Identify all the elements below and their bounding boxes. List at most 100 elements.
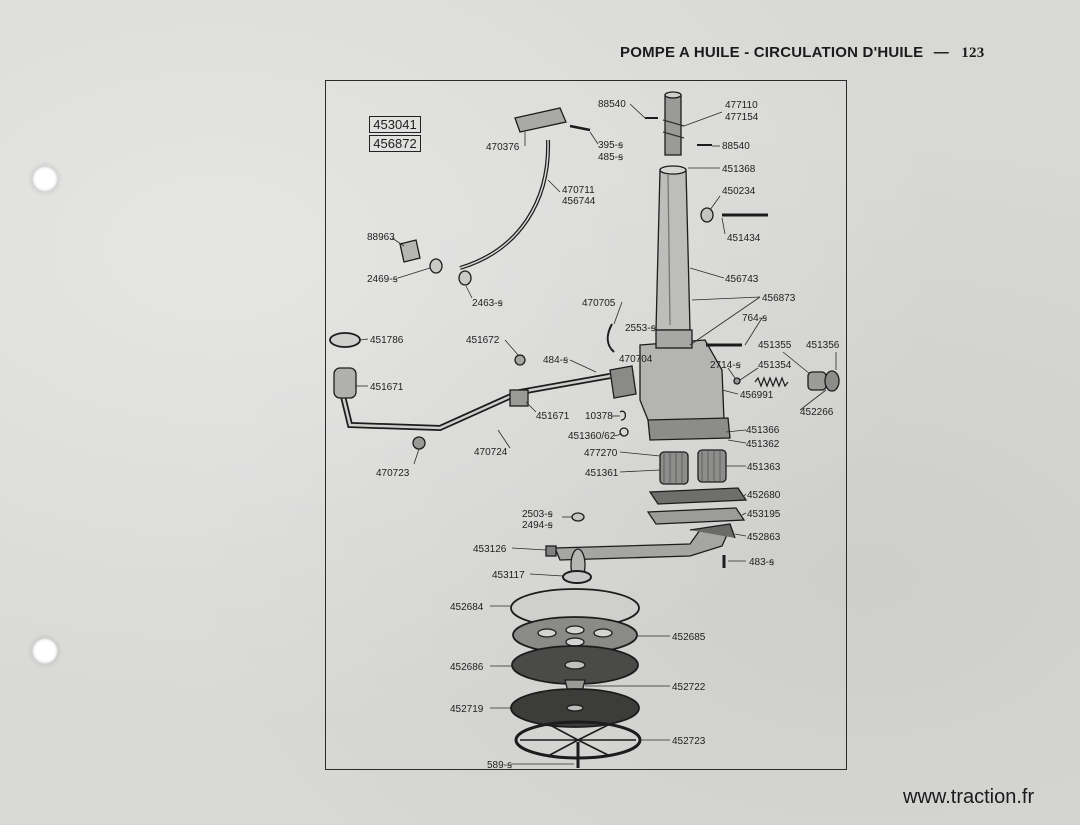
diagram-frame	[325, 80, 847, 770]
label-452723: 452723	[672, 736, 706, 747]
label-451671-left: 451671	[370, 382, 404, 393]
disc-hole-d	[565, 637, 585, 647]
label-485: 485-ꞩ	[598, 152, 624, 163]
label-451355: 451355	[758, 340, 792, 351]
washer-2503	[571, 512, 585, 522]
label-2463: 2463-ꞩ	[472, 298, 504, 309]
washer-2463	[458, 270, 472, 286]
label-452684: 452684	[450, 602, 484, 613]
label-2494: 2494-ꞩ	[522, 520, 554, 531]
disc-hole-b	[565, 625, 585, 635]
label-451362: 451362	[746, 439, 780, 450]
label-451434: 451434	[727, 233, 761, 244]
screen-452719-center	[566, 704, 584, 712]
label-452686: 452686	[450, 662, 484, 673]
label-2714: 2714-ꞩ	[710, 360, 742, 371]
delivery-pipe-hollow	[340, 374, 611, 430]
label-450234: 450234	[722, 186, 756, 197]
cap-451356	[824, 370, 840, 392]
label-764: 764-ꞩ	[742, 313, 768, 324]
washer-2469	[429, 258, 443, 274]
label-484: 484-ꞩ	[543, 355, 569, 366]
label-456873: 456873	[762, 293, 796, 304]
label-453126: 453126	[473, 544, 507, 555]
drive-column	[655, 169, 691, 331]
part-labels: 88540 477110 477154 470376 395-ꞩ 485-ꞩ 8…	[367, 99, 840, 771]
oil-line-470711	[459, 139, 551, 270]
label-456744: 456744	[562, 196, 596, 207]
gasket-453195	[646, 507, 746, 525]
label-451786: 451786	[370, 335, 404, 346]
label-470376: 470376	[486, 142, 520, 153]
pump-plate	[647, 417, 731, 441]
label-452722: 452722	[672, 682, 706, 693]
label-451366: 451366	[746, 425, 780, 436]
label-451356: 451356	[806, 340, 840, 351]
label-470711: 470711	[562, 185, 595, 196]
label-10378: 10378	[585, 411, 613, 422]
page-title: POMPE A HUILE - CIRCULATION D'HUILE	[620, 44, 924, 61]
label-453117: 453117	[492, 570, 525, 581]
column-highlight	[667, 174, 671, 326]
label-88540-top: 88540	[598, 99, 626, 110]
seal-453117	[562, 570, 592, 584]
frame-spokes	[520, 724, 636, 757]
spring-451354	[754, 376, 789, 388]
disc-hole-a	[537, 628, 557, 638]
screw-395	[569, 124, 591, 132]
ball-2714	[733, 377, 741, 385]
washer-451360	[619, 427, 629, 437]
label-477270: 477270	[584, 448, 618, 459]
disc-hole-c	[593, 628, 613, 638]
pump-body	[639, 339, 725, 426]
reference-box-1: 453041	[369, 116, 421, 133]
label-452680: 452680	[747, 490, 781, 501]
label-2503: 2503-ꞩ	[522, 509, 554, 520]
label-452266: 452266	[800, 407, 834, 418]
seal-451786	[329, 332, 361, 348]
label-452719: 452719	[450, 704, 484, 715]
fitting-451671-left	[333, 367, 357, 399]
label-483: 483-ꞩ	[749, 557, 775, 568]
title-dash: —	[933, 44, 949, 61]
label-451360-62: 451360/62	[568, 431, 616, 442]
label-451363: 451363	[747, 462, 781, 473]
fitting-451671-right	[509, 389, 529, 407]
watermark: www.traction.fr	[903, 786, 1035, 808]
label-477110: 477110	[725, 100, 758, 111]
oil-line-470711-hollow	[459, 139, 549, 269]
label-470724: 470724	[474, 447, 508, 458]
clip-470705	[606, 323, 615, 353]
page-number: 123	[961, 45, 985, 61]
label-88963: 88963	[367, 232, 395, 243]
pickup-flange	[689, 523, 736, 539]
plug-470723	[412, 436, 426, 450]
label-477154: 477154	[725, 112, 759, 123]
pump-neck	[655, 329, 693, 349]
label-451354: 451354	[758, 360, 792, 371]
punch-hole-bottom	[32, 638, 58, 664]
screen-center	[564, 660, 586, 670]
leader-lines	[356, 103, 837, 765]
union-88963	[399, 239, 421, 263]
label-451368: 451368	[722, 164, 756, 175]
coupling-top	[664, 91, 682, 99]
plug-451672	[514, 354, 526, 366]
label-88540-right: 88540	[722, 141, 750, 152]
nut-453126	[545, 545, 557, 557]
reference-box-2: 456872	[369, 135, 421, 152]
label-2469: 2469-ꞩ	[367, 274, 399, 285]
label-452863: 452863	[747, 532, 781, 543]
drawing	[329, 91, 840, 768]
label-2553: 2553-ꞩ	[625, 323, 657, 334]
page-header: POMPE A HUILE - CIRCULATION D'HUILE — 12…	[620, 44, 984, 62]
gear-teeth	[663, 450, 721, 484]
label-456743: 456743	[725, 274, 759, 285]
pin-10378	[619, 410, 627, 421]
plate-452680	[648, 487, 748, 505]
label-589: 589-ꞩ	[487, 760, 513, 771]
flange-470704	[609, 365, 637, 399]
plug-451355	[807, 371, 827, 391]
label-451671-right: 451671	[536, 411, 570, 422]
